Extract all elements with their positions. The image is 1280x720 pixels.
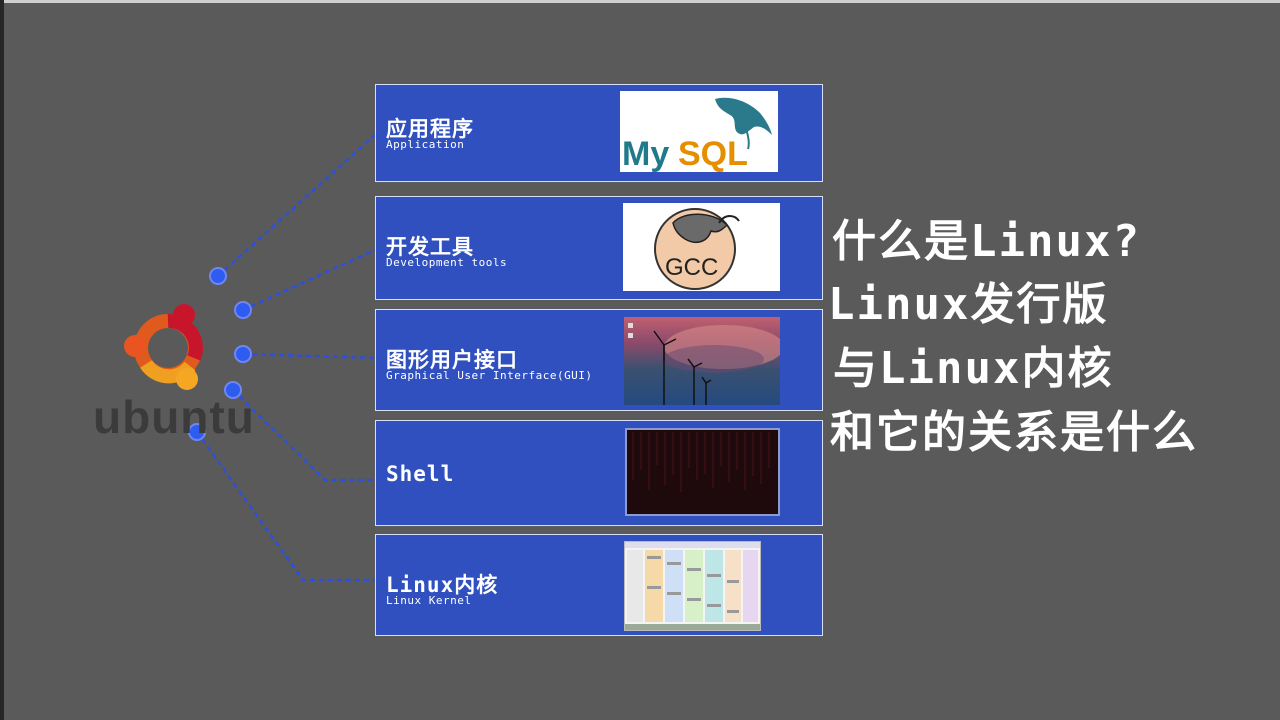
terminal-screenshot	[625, 428, 780, 516]
mysql-text-sql: SQL	[678, 135, 748, 172]
connector-dot	[188, 423, 206, 441]
desktop-wallpaper	[624, 317, 784, 405]
mysql-logo: My SQL	[620, 91, 778, 173]
mysql-text-my: My	[622, 135, 669, 172]
connector-shell	[232, 389, 375, 482]
gcc-text: GCC	[665, 254, 718, 281]
layer-subtitle: Development tools	[386, 256, 508, 269]
layer-title: Shell	[386, 462, 455, 486]
connector-gui	[242, 352, 376, 360]
layer-application: 应用程序 Application My SQL	[375, 84, 823, 182]
gcc-logo: GCC	[623, 203, 780, 291]
question-line-4: 和它的关系是什么	[830, 407, 1198, 458]
connector-dot	[234, 301, 252, 319]
question-line-3: 与Linux内核	[833, 343, 1114, 394]
connector-dot	[234, 345, 252, 363]
question-line-1: 什么是Linux?	[832, 216, 1141, 267]
question-line-2: Linux发行版	[828, 279, 1109, 330]
connector-dot	[224, 381, 242, 399]
layer-subtitle: Application	[386, 138, 465, 151]
connector-dot	[209, 267, 227, 285]
ubuntu-circle-of-friends-icon	[124, 304, 203, 390]
connector-devtools	[242, 248, 376, 312]
ubuntu-wordmark: ubuntu	[93, 391, 255, 443]
top-edge	[0, 0, 1280, 3]
layer-title: 图形用户接口	[386, 348, 518, 372]
layer-shell: Shell	[375, 420, 823, 526]
kernel-map-diagram	[624, 541, 761, 631]
connector-kernel	[195, 431, 375, 582]
layer-kernel: Linux内核 Linux Kernel	[375, 534, 823, 636]
layer-gui: 图形用户接口 Graphical User Interface(GUI)	[375, 309, 823, 411]
layer-subtitle: Linux Kernel	[386, 594, 472, 607]
connector-application	[217, 134, 376, 277]
left-edge	[0, 0, 4, 720]
layer-devtools: 开发工具 Development tools GCC	[375, 196, 823, 300]
layer-subtitle: Graphical User Interface(GUI)	[386, 369, 593, 382]
layer-title: 应用程序	[386, 117, 474, 141]
layer-title: Linux内核	[386, 573, 499, 597]
layer-title: 开发工具	[386, 235, 474, 259]
